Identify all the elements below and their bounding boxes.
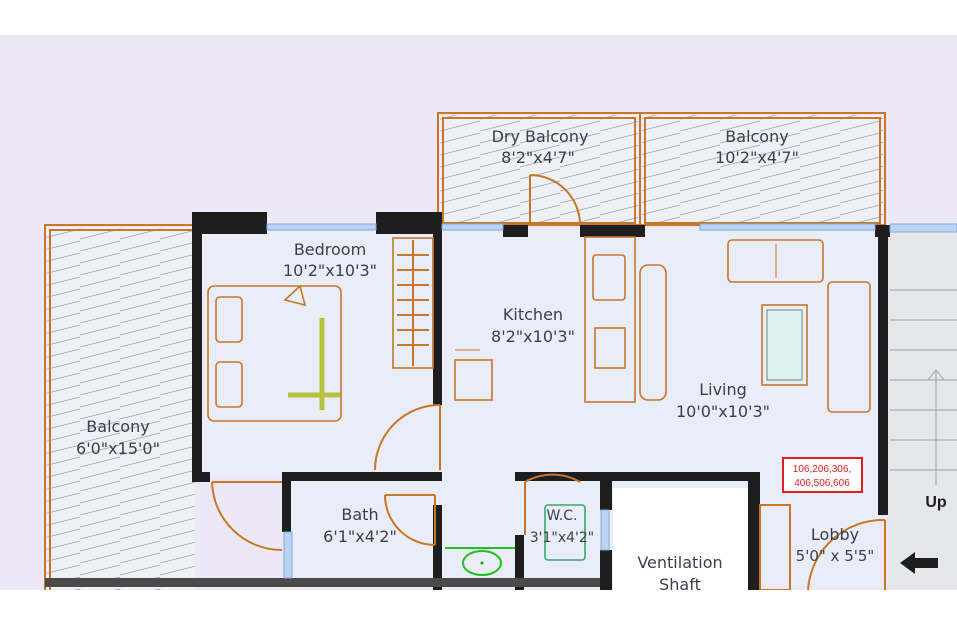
living-size: 10'0"x10'3": [676, 402, 770, 421]
ventilation-name2: Shaft: [659, 575, 701, 594]
sink: [445, 547, 515, 576]
ventilation-name: Ventilation: [637, 553, 722, 572]
wc-size: 3'1"x4'2": [530, 530, 595, 546]
dry-balcony-name: Dry Balcony: [492, 127, 589, 146]
svg-text:406,506,606: 406,506,606: [794, 478, 850, 489]
windows: [266, 223, 957, 579]
stair-up-label: Up: [925, 494, 947, 511]
kitchen-counter: [454, 236, 667, 403]
balcony-left-name: Balcony: [86, 417, 149, 436]
sofa-set: [727, 239, 871, 413]
wc-name: W.C.: [547, 508, 578, 524]
balcony-left-size: 6'0"x15'0": [76, 439, 160, 458]
balcony-left: [44, 224, 195, 590]
ventilation-shaft: [613, 488, 748, 590]
living-name: Living: [699, 380, 747, 399]
lobby-name: Lobby: [811, 525, 859, 544]
kitchen-size: 8'2"x10'3": [491, 327, 575, 346]
staircase: [887, 232, 957, 590]
bed: [207, 284, 342, 422]
balcony-top-size: 10'2"x4'7": [715, 148, 799, 167]
dry-balcony: [437, 112, 641, 226]
walls: [45, 212, 890, 590]
unit-number-tag: 106,206,306, 406,506,606: [782, 457, 863, 493]
lobby-size: 5'0" x 5'5": [796, 547, 875, 565]
bedroom-name: Bedroom: [294, 240, 366, 259]
svg-text:106,206,306,: 106,206,306,: [793, 464, 851, 475]
balcony-top: [639, 112, 886, 226]
doors: [211, 174, 886, 591]
wardrobe: [392, 237, 434, 369]
bath-name: Bath: [341, 505, 378, 524]
entry-arrow-icon: [900, 552, 938, 574]
balcony-top-name: Balcony: [725, 127, 788, 146]
toilet: [544, 504, 586, 561]
dry-balcony-size: 8'2"x4'7": [501, 148, 575, 167]
kitchen-name: Kitchen: [503, 305, 563, 324]
bath-size: 6'1"x4'2": [323, 527, 397, 546]
bedroom-size: 10'2"x10'3": [283, 261, 377, 280]
